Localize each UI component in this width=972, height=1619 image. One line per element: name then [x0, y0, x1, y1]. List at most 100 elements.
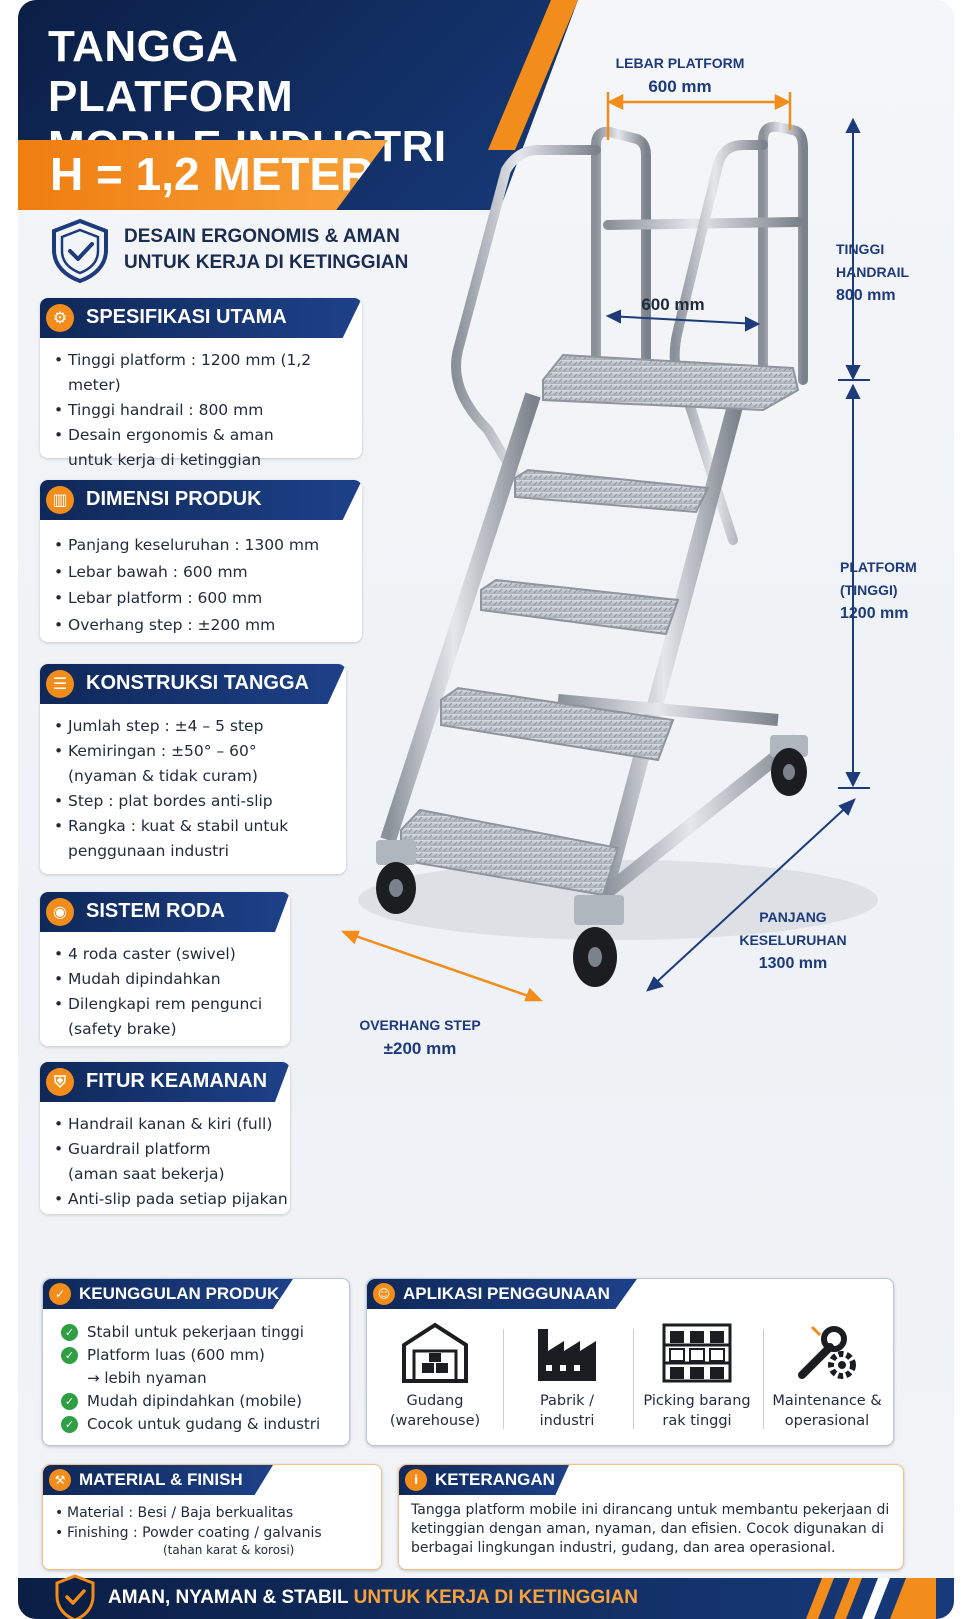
dimension-list: Panjang keseluruhan : 1300 mm Lebar bawa…: [54, 532, 319, 638]
dim-overhang-value: ±200 mm: [383, 1039, 457, 1058]
spec-list: Tinggi platform : 1200 mm (1,2 meter) Ti…: [54, 348, 362, 473]
wheel-list: 4 roda caster (swivel) Mudah dipindahkan…: [54, 942, 262, 1042]
list-item: Step : plat bordes anti-slip: [54, 789, 288, 814]
footer-banner: AMAN, NYAMAN & STABIL UNTUK KERJA DI KET…: [18, 1574, 954, 1619]
shield-check-icon: ✓: [49, 1283, 71, 1305]
card-header: ▥ DIMENSI PRODUK: [40, 480, 362, 520]
list-item: Handrail kanan & kiri (full): [54, 1112, 288, 1137]
title-line-1: TANGGA PLATFORM: [48, 22, 294, 121]
panel-keunggulan: ✓ KEUNGGULAN PRODUK Stabil untuk pekerja…: [42, 1278, 350, 1446]
dim-label: PANJANG: [759, 909, 827, 925]
panel-header: ✓ KEUNGGULAN PRODUK: [43, 1279, 293, 1309]
dim-overhang-label: OVERHANG STEP: [359, 1017, 481, 1033]
factory-icon: [538, 1329, 596, 1381]
app-label: Gudang (warehouse): [389, 1393, 481, 1429]
dim-label: TINGGI: [836, 241, 885, 257]
card-header: ☰ KONSTRUKSI TANGGA: [40, 664, 346, 704]
app-label: Pabrik / industri: [539, 1393, 595, 1429]
tagline-text: DESAIN ERGONOMIS & AMAN UNTUK KERJA DI K…: [124, 224, 424, 276]
list-item: Lebar bawah : 600 mm: [54, 559, 319, 586]
shield-check-icon: [52, 218, 108, 284]
card-title: SISTEM RODA: [86, 900, 225, 922]
card-roda: ◉ SISTEM RODA 4 roda caster (swivel) Mud…: [40, 892, 290, 1046]
dim-value: 1300 mm: [758, 955, 828, 972]
shelf-icon: [662, 1323, 732, 1383]
construction-list: Jumlah step : ±4 – 5 step Kemiringan : ±…: [54, 714, 288, 864]
panel-title: APLIKASI PENGGUNAAN: [403, 1284, 610, 1303]
divider: [633, 1329, 634, 1429]
panel-material: ⚒ MATERIAL & FINISH Material : Besi / Ba…: [42, 1464, 382, 1570]
tagline-line-2: UNTUK KERJA DI KETINGGIAN: [124, 252, 409, 273]
panel-title: KETERANGAN: [435, 1470, 555, 1489]
list-item: Lebar platform : 600 mm: [54, 585, 319, 612]
dim-value: 1200 mm: [840, 605, 909, 622]
card-konstruksi: ☰ KONSTRUKSI TANGGA Jumlah step : ±4 – 5…: [40, 664, 346, 874]
tools-icon: [798, 1325, 856, 1379]
list-item: 4 roda caster (swivel): [54, 942, 262, 967]
material-list: Material : Besi / Baja berkualitas Finis…: [55, 1503, 322, 1543]
footer-stripes: [806, 1578, 936, 1619]
card-header: ◉ SISTEM RODA: [40, 892, 290, 932]
dim-inner-width: 600 mm: [641, 295, 705, 314]
footer-text-main: AMAN, NYAMAN & STABIL: [108, 1587, 354, 1608]
gear-icon: ⚙: [46, 304, 74, 332]
list-item: Tinggi platform : 1200 mm (1,2 meter): [54, 348, 362, 398]
card-title: DIMENSI PRODUK: [86, 488, 262, 510]
list-item: Overhang step : ±200 mm: [54, 612, 319, 639]
footer-text: AMAN, NYAMAN & STABIL UNTUK KERJA DI KET…: [108, 1587, 638, 1609]
card-spesifikasi: ⚙ SPESIFIKASI UTAMA Tinggi platform : 12…: [40, 298, 362, 469]
card-title: SPESIFIKASI UTAMA: [86, 306, 287, 328]
panel-header: ☺ APLIKASI PENGGUNAAN: [367, 1279, 637, 1309]
list-item: Desain ergonomis & aman untuk kerja di k…: [54, 423, 362, 473]
list-item: Guardrail platform (aman saat bekerja): [54, 1137, 288, 1187]
worker-icon: ☺: [373, 1283, 395, 1305]
material-subnote: (tahan karat & korosi): [163, 1543, 295, 1557]
list-item: Kemiringan : ±50° – 60° (nyaman & tidak …: [54, 739, 288, 789]
dim-value: 800 mm: [836, 287, 896, 304]
list-item: Cocok untuk gudang & industri: [61, 1413, 320, 1436]
app-factory: Pabrik / industri: [503, 1321, 631, 1431]
card-header: ⚙ SPESIFIKASI UTAMA: [40, 298, 362, 338]
panel-aplikasi: ☺ APLIKASI PENGGUNAAN Gudang (warehouse)…: [366, 1278, 894, 1446]
info-icon: i: [405, 1469, 427, 1491]
dim-label: (TINGGI): [840, 582, 898, 598]
tagline: DESAIN ERGONOMIS & AMAN UNTUK KERJA DI K…: [48, 218, 408, 288]
ruler-icon: ▥: [46, 486, 74, 514]
safety-list: Handrail kanan & kiri (full) Guardrail p…: [54, 1112, 288, 1212]
dim-platform-tinggi: PLATFORM (TINGGI) 1200 mm: [840, 556, 940, 625]
panel-header: ⚒ MATERIAL & FINISH: [43, 1465, 273, 1495]
shield-icon: ⛨: [46, 1068, 74, 1096]
list-item: Tinggi handrail : 800 mm: [54, 398, 362, 423]
infographic-page: TANGGA PLATFORM MOBILE INDUSTRI H = 1,2 …: [18, 0, 954, 1619]
list-item: Anti-slip pada setiap pijakan: [54, 1187, 288, 1212]
app-maintenance: Maintenance & operasional: [763, 1321, 891, 1431]
list-item: Platform luas (600 mm) → lebih nyaman: [61, 1344, 320, 1390]
ladder-icon: ☰: [46, 670, 74, 698]
height-banner: H = 1,2 METER: [18, 140, 388, 210]
card-title: KONSTRUKSI TANGGA: [86, 672, 309, 694]
shield-check-icon: [55, 1574, 95, 1619]
card-title: FITUR KEAMANAN: [86, 1070, 268, 1092]
caster-wheels: [376, 735, 808, 987]
material-icon: ⚒: [49, 1469, 71, 1491]
dim-label: KESELURUHAN: [739, 932, 847, 948]
ladder-illustration: [340, 92, 878, 1002]
list-item: Mudah dipindahkan: [54, 967, 262, 992]
app-label: Picking barang rak tinggi: [643, 1393, 751, 1429]
panel-keterangan: i KETERANGAN Tangga platform mobile ini …: [398, 1464, 904, 1570]
dim-lebar-platform-label: LEBAR PLATFORM: [615, 55, 745, 71]
dim-label: PLATFORM: [840, 559, 917, 575]
list-item: Material : Besi / Baja berkualitas: [55, 1503, 322, 1523]
advantage-list: Stabil untuk pekerjaan tinggi Platform l…: [61, 1321, 320, 1436]
app-warehouse: Gudang (warehouse): [371, 1321, 499, 1431]
list-item: Mudah dipindahkan (mobile): [61, 1390, 320, 1413]
divider: [763, 1329, 764, 1429]
caster-wheel-icon: ◉: [46, 898, 74, 926]
list-item: Finishing : Powder coating / galvanis: [55, 1523, 322, 1543]
app-label: Maintenance & operasional: [772, 1393, 882, 1429]
panel-header: i KETERANGAN: [399, 1465, 569, 1495]
description-text: Tangga platform mobile ini dirancang unt…: [411, 1502, 890, 1556]
list-item: Panjang keseluruhan : 1300 mm: [54, 532, 319, 559]
dim-lebar-platform-value: 600 mm: [648, 77, 712, 96]
list-item: Rangka : kuat & stabil untuk penggunaan …: [54, 814, 288, 864]
